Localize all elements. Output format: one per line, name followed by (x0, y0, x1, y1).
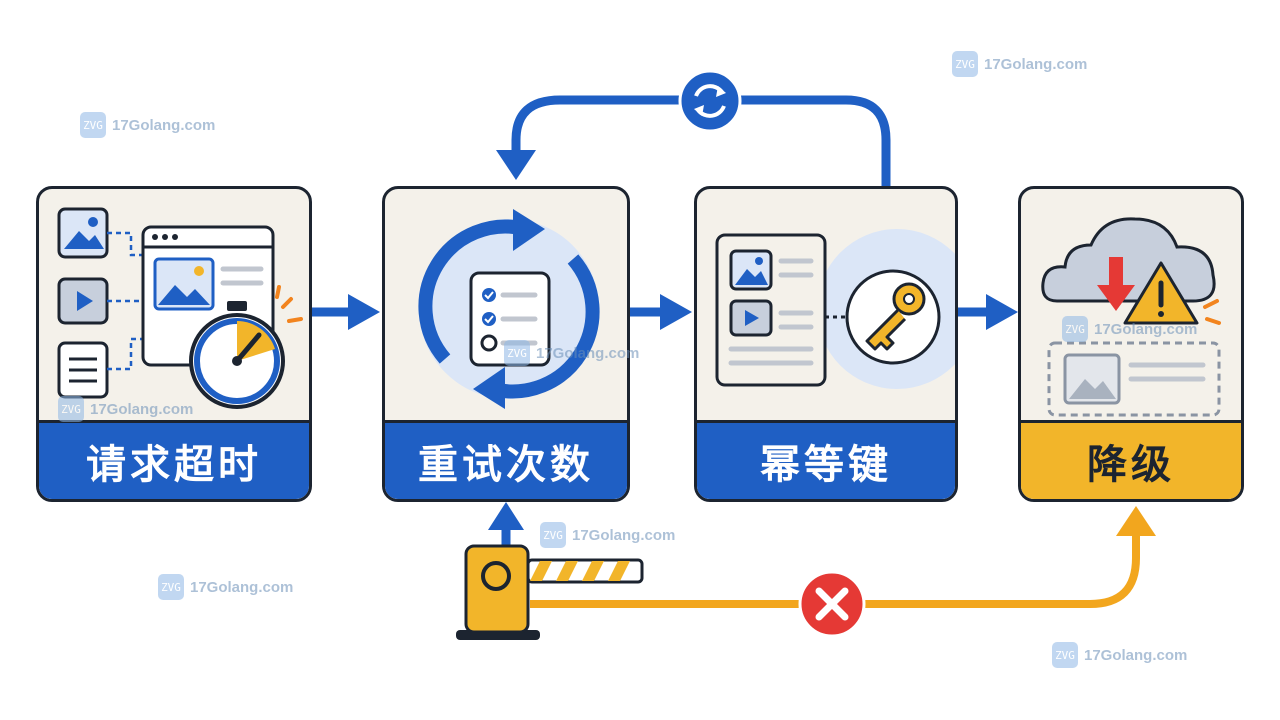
watermark-text: 17Golang.com (190, 578, 294, 596)
retry-loop-arrowhead (496, 150, 536, 180)
step-label: 幂等键 (697, 420, 955, 499)
watermark: ZVG 17Golang.com (952, 51, 1087, 77)
retry-loop-icon (678, 69, 742, 133)
video-icon (57, 277, 109, 325)
key-icon (845, 269, 941, 365)
watermark-logo-icon: ZVG (504, 340, 530, 366)
step-card-request-timeout: 请求超时 (36, 186, 312, 502)
watermark: ZVG 17Golang.com (504, 340, 639, 366)
step-label: 重试次数 (385, 420, 627, 499)
warning-icon (1123, 261, 1221, 325)
error-x-icon (798, 570, 866, 638)
arrow-up-to-retries (488, 502, 524, 546)
watermark-logo-icon: ZVG (540, 522, 566, 548)
watermark: ZVG 17Golang.com (80, 112, 215, 138)
arrow-1-2 (312, 294, 380, 330)
document-icon (57, 341, 109, 399)
watermark: ZVG 17Golang.com (1052, 642, 1187, 668)
watermark-text: 17Golang.com (984, 55, 1088, 73)
watermark: ZVG 17Golang.com (58, 396, 193, 422)
barrier-gate-icon (456, 544, 644, 640)
watermark-text: 17Golang.com (112, 116, 216, 134)
watermark-logo-icon: ZVG (952, 51, 978, 77)
arrow-2-3 (630, 294, 692, 330)
watermark: ZVG 17Golang.com (1062, 316, 1197, 342)
watermark-text: 17Golang.com (536, 344, 640, 362)
arrow-3-4 (958, 294, 1018, 330)
watermark: ZVG 17Golang.com (158, 574, 293, 600)
video-icon (729, 299, 773, 337)
image-icon (729, 249, 773, 291)
step-label: 降级 (1021, 420, 1241, 499)
down-arrow-icon (1097, 257, 1135, 311)
watermark-logo-icon: ZVG (80, 112, 106, 138)
watermark-text: 17Golang.com (1094, 320, 1198, 338)
retry-count-illustration (418, 209, 600, 409)
watermark-logo-icon: ZVG (158, 574, 184, 600)
stopwatch-icon (189, 285, 303, 409)
request-timeout-illustration (57, 207, 303, 409)
fallback-arrowhead (1116, 506, 1156, 536)
idempotency-key-illustration (715, 229, 955, 389)
watermark: ZVG 17Golang.com (540, 522, 675, 548)
step-card-fallback: 降级 (1018, 186, 1244, 502)
step-label: 请求超时 (39, 420, 309, 499)
image-icon (57, 207, 109, 259)
watermark-text: 17Golang.com (572, 526, 676, 544)
watermark-logo-icon: ZVG (58, 396, 84, 422)
watermark-logo-icon: ZVG (1062, 316, 1088, 342)
refresh-cycle-icon (418, 209, 600, 409)
watermark-text: 17Golang.com (90, 400, 194, 418)
step-card-idempotency-key: 幂等键 (694, 186, 958, 502)
fallback-illustration (1041, 217, 1221, 417)
retry-loop-path (511, 95, 891, 186)
watermark-logo-icon: ZVG (1052, 642, 1078, 668)
watermark-text: 17Golang.com (1084, 646, 1188, 664)
degraded-content-icon (1047, 341, 1221, 417)
